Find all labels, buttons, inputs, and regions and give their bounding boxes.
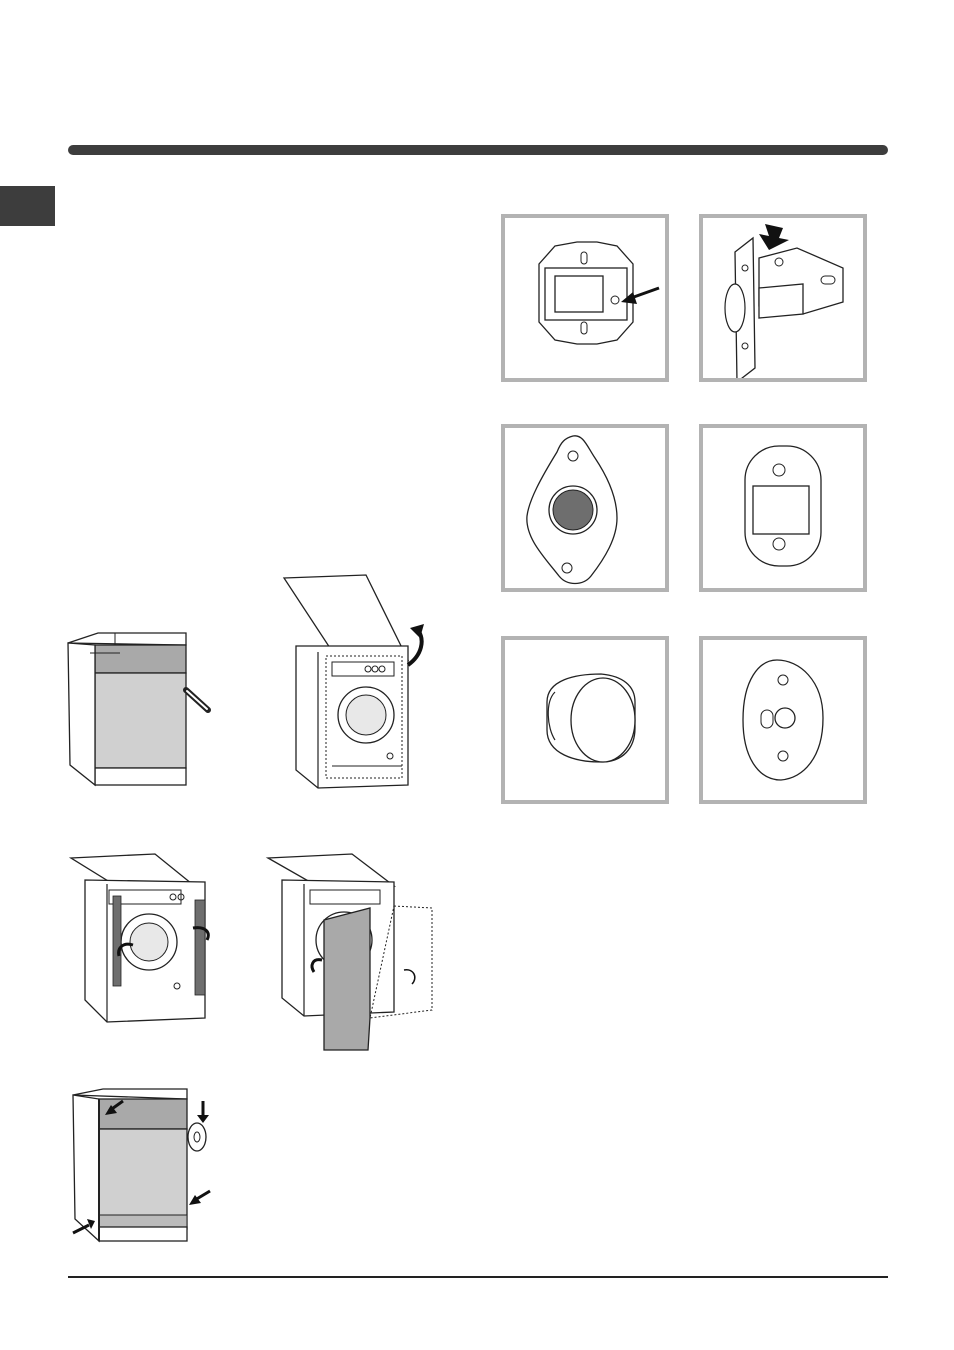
machine-unwrap-illustration bbox=[280, 570, 450, 800]
part-hinge-plate-panel bbox=[501, 214, 669, 382]
part-door-latch-panel bbox=[699, 214, 867, 382]
tape-roll-icon bbox=[188, 1123, 206, 1151]
machine-packed-illustration bbox=[60, 625, 235, 795]
part-hinge-cover-panel bbox=[501, 424, 669, 592]
machine-door-panel-illustration bbox=[262, 850, 442, 1055]
machine-sealed-illustration bbox=[65, 1085, 225, 1245]
header-rule bbox=[68, 145, 888, 155]
knife-icon bbox=[186, 690, 208, 710]
part-catch-plate-panel bbox=[699, 636, 867, 804]
footer-rule bbox=[68, 1276, 888, 1278]
arrow-icon bbox=[759, 224, 789, 250]
part-knob-panel bbox=[501, 636, 669, 804]
language-tab bbox=[0, 186, 55, 226]
rotate-arrow-icon bbox=[404, 970, 415, 984]
machine-side-release-illustration bbox=[65, 850, 235, 1030]
part-latch-plate-panel bbox=[699, 424, 867, 592]
